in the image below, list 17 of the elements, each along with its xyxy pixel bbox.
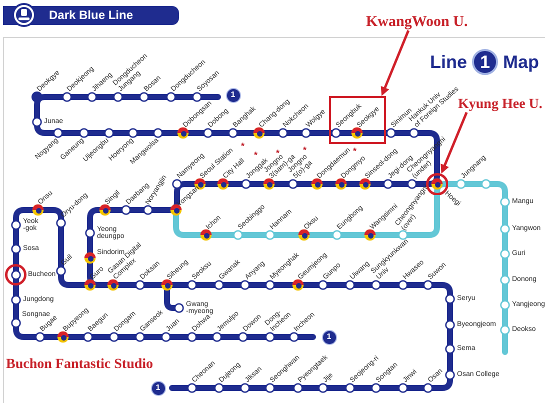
asterisk-mark: * [353,147,357,156]
asterisk-mark: * [276,149,280,158]
arrow [440,112,468,174]
asterisk-mark: * [241,142,245,151]
asterisk-mark: * [303,146,307,155]
line-number-badge: 1 [150,380,166,396]
map-heading: Line 1 Map [430,49,540,75]
line-number-badge: 1 [322,330,336,344]
annotation-text: KwangWoon U. [366,14,468,30]
highlight-circle [5,264,27,286]
title: Dark Blue Line [49,8,134,23]
asterisk-mark: * [254,151,258,160]
highlight-box [329,96,386,144]
annotation-text: Buchon Fantastic Studio [6,357,154,372]
arrow [380,30,410,96]
annotation-text: Kyung Hee U. [458,97,542,112]
line-number-badge: 1 [226,88,240,102]
